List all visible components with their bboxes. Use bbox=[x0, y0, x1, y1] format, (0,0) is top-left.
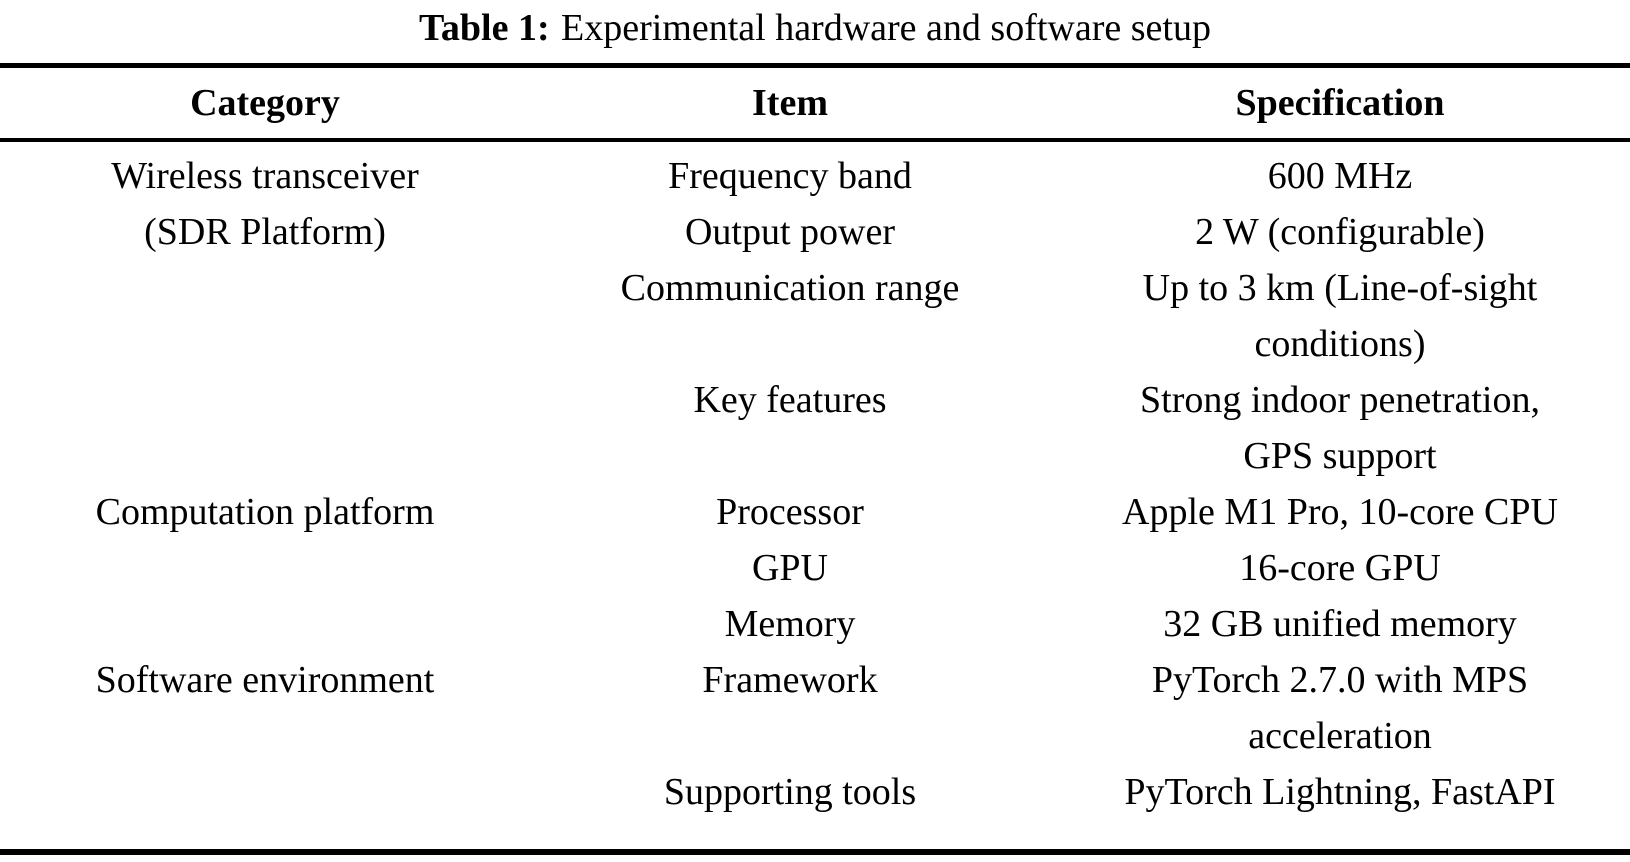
spec-cell: 2 W (configurable) bbox=[1195, 211, 1485, 253]
spec-cell: Up to 3 km (Line-of-sight conditions) bbox=[1142, 267, 1538, 365]
column-header-specification: Specification bbox=[1050, 65, 1630, 142]
table-row: Communication range Up to 3 km (Line-of-… bbox=[0, 260, 1630, 372]
item-cell: Supporting tools bbox=[663, 771, 917, 813]
item-cell: Key features bbox=[693, 379, 887, 421]
table-row: Memory 32 GB unified memory bbox=[0, 596, 1630, 652]
table-caption: Table 1: Experimental hardware and softwa… bbox=[0, 0, 1630, 63]
table-row: Software environment Framework PyTorch 2… bbox=[0, 652, 1630, 764]
spec-cell: PyTorch Lightning, FastAPI bbox=[1124, 771, 1556, 813]
item-cell: Processor bbox=[716, 491, 864, 533]
table-row: Key features Strong indoor penetration, … bbox=[0, 372, 1630, 484]
column-header-category: Category bbox=[0, 65, 530, 142]
spec-cell: Strong indoor penetration, GPS support bbox=[1140, 379, 1540, 477]
table-header: Category Item Specification bbox=[0, 65, 1630, 142]
table-row: Output power 2 W (configurable) bbox=[0, 204, 1630, 260]
item-cell: Frequency band bbox=[668, 155, 912, 197]
table-body: Wireless transceiver (SDR Platform) Freq… bbox=[0, 140, 1630, 852]
category-cell-computation-platform: Computation platform bbox=[95, 491, 435, 533]
spec-cell: 16-core GPU bbox=[1239, 547, 1441, 589]
spec-cell: PyTorch 2.7.0 with MPS acceleration bbox=[1151, 659, 1529, 757]
spec-cell: Apple M1 Pro, 10-core CPU bbox=[1122, 491, 1558, 533]
item-cell: Framework bbox=[702, 659, 878, 701]
item-cell: Communication range bbox=[620, 267, 960, 309]
table-caption-text: Experimental hardware and software setup bbox=[561, 7, 1211, 49]
column-header-item: Item bbox=[530, 65, 1050, 142]
table-row: Computation platform Processor Apple M1 … bbox=[0, 484, 1630, 540]
table-caption-label: Table 1: bbox=[419, 7, 550, 49]
spec-cell: 600 MHz bbox=[1267, 155, 1413, 197]
table-row: Supporting tools PyTorch Lightning, Fast… bbox=[0, 764, 1630, 852]
item-cell: Memory bbox=[724, 603, 856, 645]
item-cell: Output power bbox=[684, 211, 896, 253]
spec-cell: 32 GB unified memory bbox=[1163, 603, 1517, 645]
table-row: Wireless transceiver (SDR Platform) Freq… bbox=[0, 140, 1630, 253]
item-cell: GPU bbox=[751, 547, 829, 589]
table-row: GPU 16-core GPU bbox=[0, 540, 1630, 596]
hardware-software-setup-table: Category Item Specification Wireless tra… bbox=[0, 63, 1630, 855]
category-cell-software-environment: Software environment bbox=[95, 659, 435, 701]
category-cell-wireless-transceiver: Wireless transceiver (SDR Platform) bbox=[111, 155, 419, 253]
header-row: Category Item Specification bbox=[0, 65, 1630, 142]
